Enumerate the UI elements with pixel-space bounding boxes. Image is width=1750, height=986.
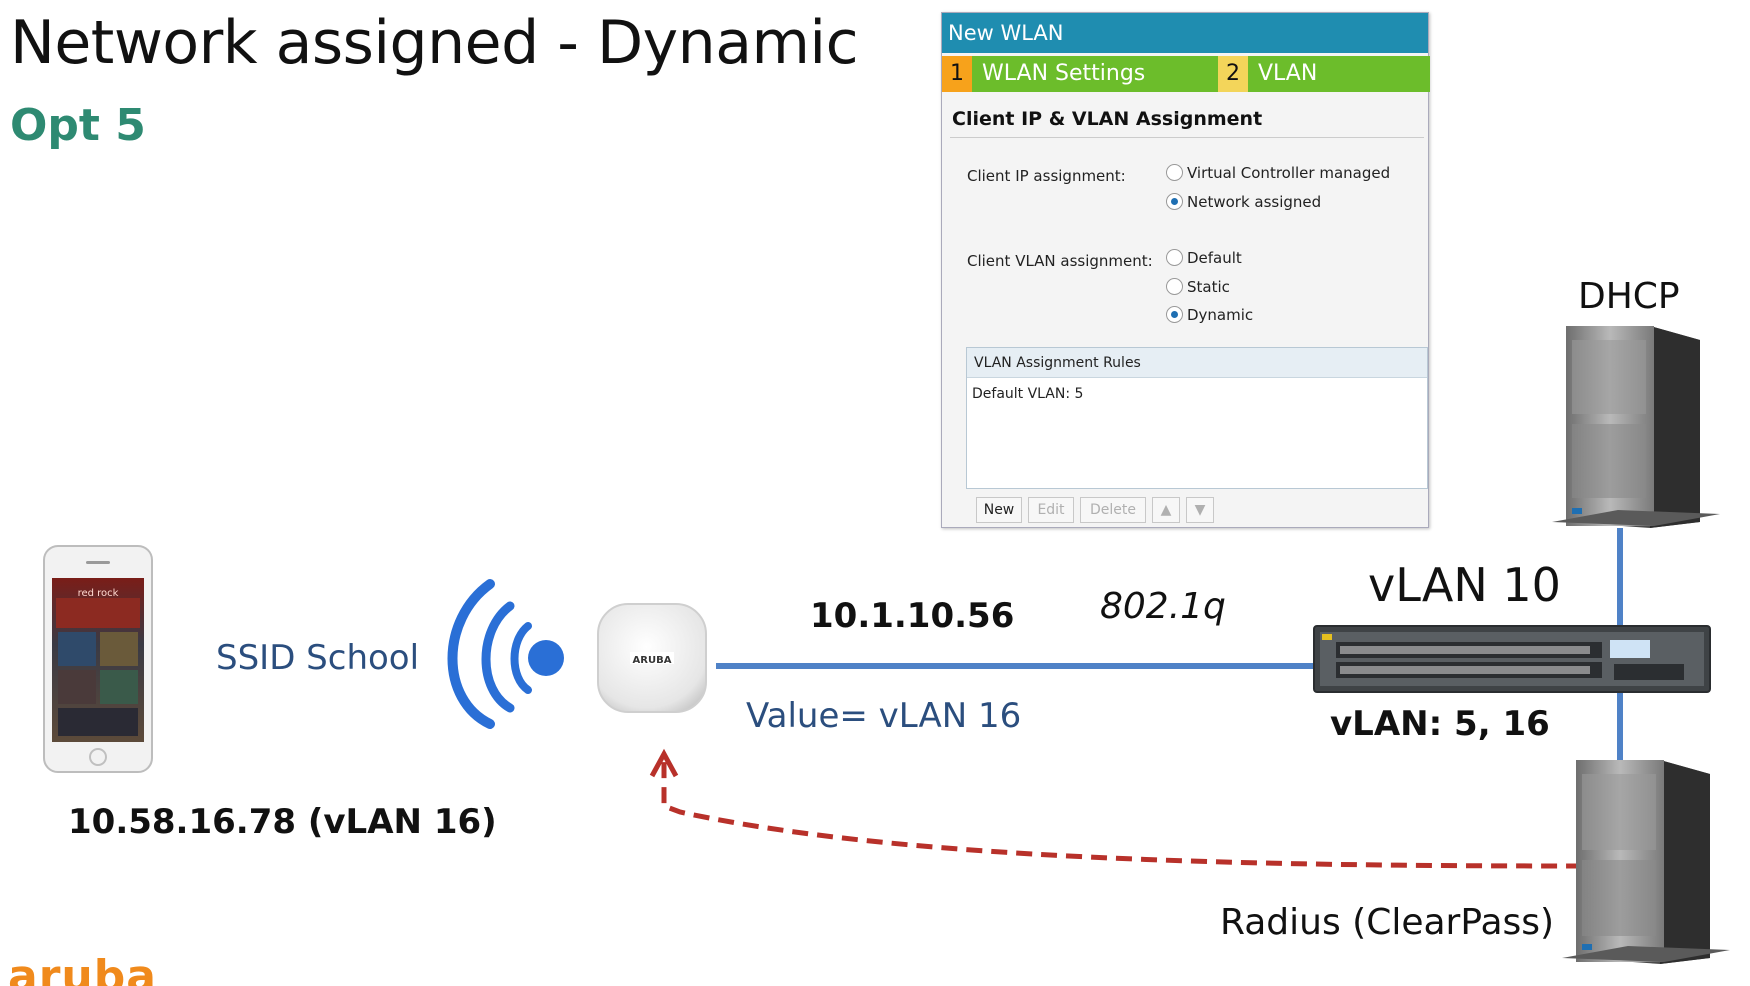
switch-trunk-vlans-label: vLAN: 5, 16 [1330,704,1550,744]
radio-button[interactable] [1166,193,1183,210]
page-subtitle: Opt 5 [10,100,146,151]
tab-label: WLAN Settings [982,61,1146,86]
radio-label: Network assigned [1187,193,1322,211]
radius-response-arrow [661,760,1583,869]
tab-wlan-settings[interactable]: 1 WLAN Settings [942,56,1218,92]
rules-default-vlan: Default VLAN: 5 [972,386,1084,402]
radio-static[interactable]: Static [1166,277,1230,297]
radius-server-icon [1562,760,1730,964]
wizard-tabs: 1 WLAN Settings 2 VLAN [942,56,1430,92]
radio-label: Dynamic [1187,306,1254,324]
smartphone-icon: red rock [43,545,153,773]
switch-vlan-label: vLAN 10 [1368,558,1561,612]
radio-button[interactable] [1166,249,1183,266]
ap-ip-label: 10.1.10.56 [810,596,1015,636]
dialog-title: New WLAN [942,13,1428,53]
radio-button[interactable] [1166,278,1183,295]
radius-value-label: Value= vLAN 16 [746,696,1022,736]
radio-button[interactable] [1166,306,1183,323]
radio-dynamic[interactable]: Dynamic [1166,305,1253,325]
section-divider [950,137,1424,138]
delete-rule-button[interactable]: Delete [1080,497,1146,523]
rules-header: VLAN Assignment Rules [967,348,1427,378]
new-rule-button[interactable]: New [976,497,1022,523]
phone-brand-text: red rock [78,588,119,599]
new-wlan-dialog: New WLAN 1 WLAN Settings 2 VLAN Client I… [941,12,1430,528]
ssid-label: SSID School [216,638,420,678]
wifi-signal-icon [447,579,564,729]
radio-button[interactable] [1166,164,1183,181]
move-down-button[interactable]: ▼ [1186,497,1214,523]
client-ip-assignment-label: Client IP assignment: [967,167,1126,185]
tab-vlan[interactable]: 2 VLAN [1218,56,1430,92]
tab-number: 1 [942,56,972,92]
client-vlan-assignment-label: Client VLAN assignment: [967,252,1153,270]
tab-number: 2 [1218,56,1248,92]
radio-network-assigned[interactable]: Network assigned [1166,192,1321,212]
radio-label: Default [1187,249,1242,267]
ap-brand-text: ARUBA [633,655,672,666]
trunk-protocol-label: 802.1q [1100,586,1226,627]
aruba-logo: aruba [8,952,157,986]
dhcp-server-icon [1552,326,1720,528]
arrow-up-icon: ▲ [1160,502,1172,518]
page-title: Network assigned - Dynamic [10,8,859,78]
arrow-down-icon: ▼ [1194,502,1206,518]
radio-virtual-controller-managed[interactable]: Virtual Controller managed [1166,163,1390,183]
radius-label: Radius (ClearPass) [1220,902,1555,943]
client-ip-label: 10.58.16.78 (vLAN 16) [68,802,497,842]
edit-rule-button[interactable]: Edit [1028,497,1074,523]
radio-label: Virtual Controller managed [1187,164,1391,182]
vlan-assignment-rules-list[interactable]: VLAN Assignment Rules Default VLAN: 5 [966,347,1428,489]
access-point-icon: ARUBA [597,603,707,713]
dhcp-label: DHCP [1578,276,1680,317]
radio-default[interactable]: Default [1166,248,1242,268]
move-up-button[interactable]: ▲ [1152,497,1180,523]
tab-label: VLAN [1258,61,1318,86]
radio-label: Static [1187,278,1230,296]
arrow-head [649,748,679,778]
network-switch-icon [1313,625,1711,693]
section-title: Client IP & VLAN Assignment [952,108,1263,130]
